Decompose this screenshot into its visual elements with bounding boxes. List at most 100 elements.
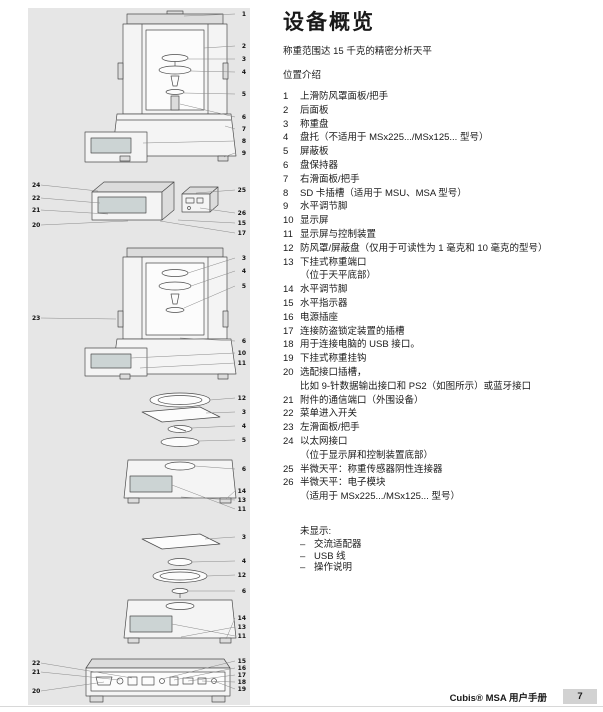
callout-number: 24 bbox=[32, 182, 40, 189]
callout-leader-line bbox=[205, 411, 236, 414]
part-description: SD 卡插槽（适用于 MSU、MSA 型号） bbox=[300, 187, 595, 201]
callout-leader-line bbox=[194, 465, 236, 470]
part-description: 半微天平：称重传感器阴性连接器 bbox=[300, 463, 595, 477]
part-description-line: 后面板 bbox=[300, 104, 329, 116]
dash-bullet: – bbox=[300, 539, 306, 551]
footer-manual-title: Cubis® MSA 用户手册 bbox=[449, 692, 547, 704]
callout-leader-line bbox=[173, 667, 236, 681]
callout-number: 4 bbox=[242, 423, 246, 430]
callout-leader-line bbox=[161, 660, 236, 680]
callout-leader-line bbox=[191, 425, 236, 429]
part-description-line: 用于连接电脑的 USB 接口。 bbox=[300, 339, 420, 351]
part-description: 水平指示器 bbox=[300, 297, 595, 311]
part-description-line: 附件的通信端口（外围设备） bbox=[300, 394, 424, 406]
callout-leader-line bbox=[191, 560, 236, 563]
not-shown-label: 交流适配器 bbox=[314, 539, 362, 551]
part-description-line: 显示屏 bbox=[300, 215, 329, 227]
part-number: 19 bbox=[283, 353, 294, 365]
callout-number: 20 bbox=[32, 688, 40, 695]
part-description: 左滑面板/把手 bbox=[300, 421, 595, 435]
callout-leader-line bbox=[40, 681, 105, 692]
part-description: 右滑面板/把手 bbox=[300, 173, 595, 187]
callout-number: 9 bbox=[242, 150, 246, 157]
callout-number: 19 bbox=[238, 686, 246, 693]
callout-number: 12 bbox=[238, 395, 246, 402]
part-description-line: 菜单进入开关 bbox=[300, 408, 358, 420]
part-description: 显示屏与控制装置 bbox=[300, 228, 595, 242]
figure-rear-connection-panel bbox=[85, 658, 231, 703]
callout-number: 11 bbox=[238, 633, 246, 640]
part-number: 20 bbox=[283, 366, 294, 378]
part-description-line: 盘托（不适用于 MSx225.../MSx125... 型号） bbox=[300, 132, 489, 144]
callout-leader-line bbox=[199, 207, 236, 214]
callout-number: 4 bbox=[242, 268, 246, 275]
callout-number: 22 bbox=[32, 195, 40, 202]
callout-leader-line bbox=[40, 220, 129, 226]
callout-leader-line bbox=[177, 219, 236, 224]
part-number: 25 bbox=[283, 463, 294, 475]
callout-number: 6 bbox=[242, 588, 246, 595]
callout-leader-line bbox=[171, 623, 236, 637]
part-description: 盘保持器 bbox=[300, 159, 595, 173]
callout-leader-line bbox=[203, 45, 236, 49]
callout-number: 4 bbox=[242, 558, 246, 565]
part-description: 附件的通信端口（外围设备） bbox=[300, 394, 595, 408]
part-description-line: 电源插座 bbox=[300, 311, 339, 323]
part-number: 8 bbox=[283, 187, 289, 199]
dash-bullet: – bbox=[300, 550, 306, 562]
callout-leader-line bbox=[225, 490, 236, 500]
part-number: 10 bbox=[283, 215, 294, 227]
not-shown-item: –交流适配器 bbox=[300, 539, 595, 551]
part-description: 称重盘 bbox=[300, 118, 595, 132]
part-number: 2 bbox=[283, 104, 289, 116]
callout-number: 15 bbox=[238, 220, 246, 227]
figure-precision-balance-exploded-1 bbox=[123, 392, 237, 504]
part-description-line: 比如 9-针数据输出接口和 PS2（如图所示）或蓝牙接口 bbox=[300, 380, 532, 392]
footer-rule bbox=[0, 706, 603, 707]
part-description: 连接防盗锁定装置的插槽 bbox=[300, 325, 595, 339]
callout-leader-line bbox=[130, 352, 236, 359]
callout-leader-line bbox=[183, 13, 236, 17]
callout-number: 14 bbox=[238, 488, 246, 495]
callout-number: 5 bbox=[242, 437, 246, 444]
callout-number: 12 bbox=[238, 572, 246, 579]
part-item: 15 水平指示器 bbox=[283, 297, 595, 311]
part-description: 用于连接电脑的 USB 接口。 bbox=[300, 338, 595, 352]
callout-leader-line bbox=[190, 70, 236, 73]
callout-leader-line bbox=[139, 362, 236, 369]
part-description-line: 屏蔽板 bbox=[300, 146, 329, 158]
part-description-line: 半微天平：称重传感器阴性连接器 bbox=[300, 463, 443, 475]
callout-leader-line bbox=[206, 574, 236, 577]
callout-number: 25 bbox=[238, 187, 246, 194]
callout-number: 5 bbox=[242, 283, 246, 290]
part-description-line: 防风罩/屏蔽盘（仅用于可读性为 1 毫克和 10 毫克的型号） bbox=[300, 242, 548, 254]
part-description: 盘托（不适用于 MSx225.../MSx125... 型号） bbox=[300, 131, 595, 145]
figure-display-control-unit bbox=[91, 181, 219, 221]
callout-number: 4 bbox=[242, 69, 246, 76]
part-description-line: 连接防盗锁定装置的插槽 bbox=[300, 325, 405, 337]
part-description-line: 称重盘 bbox=[300, 118, 329, 130]
part-number: 24 bbox=[283, 435, 294, 447]
part-description: 水平调节脚 bbox=[300, 283, 595, 297]
callout-number: 6 bbox=[242, 114, 246, 121]
part-description-line: 上滑防风罩面板/把手 bbox=[300, 91, 389, 102]
part-item: 10 显示屏 bbox=[283, 214, 595, 228]
part-number: 5 bbox=[283, 146, 289, 158]
part-item: 2 后面板 bbox=[283, 104, 595, 118]
callout-leader-line bbox=[142, 140, 236, 144]
callout-number: 13 bbox=[238, 497, 246, 504]
part-item: 25 半微天平：称重传感器阴性连接器 bbox=[283, 463, 595, 477]
part-description-line: （位于显示屏和控制装置底部） bbox=[300, 449, 434, 461]
figure-analytical-balance-exploded bbox=[84, 247, 237, 380]
part-description: 屏蔽板 bbox=[300, 145, 595, 159]
part-number: 15 bbox=[283, 297, 294, 309]
